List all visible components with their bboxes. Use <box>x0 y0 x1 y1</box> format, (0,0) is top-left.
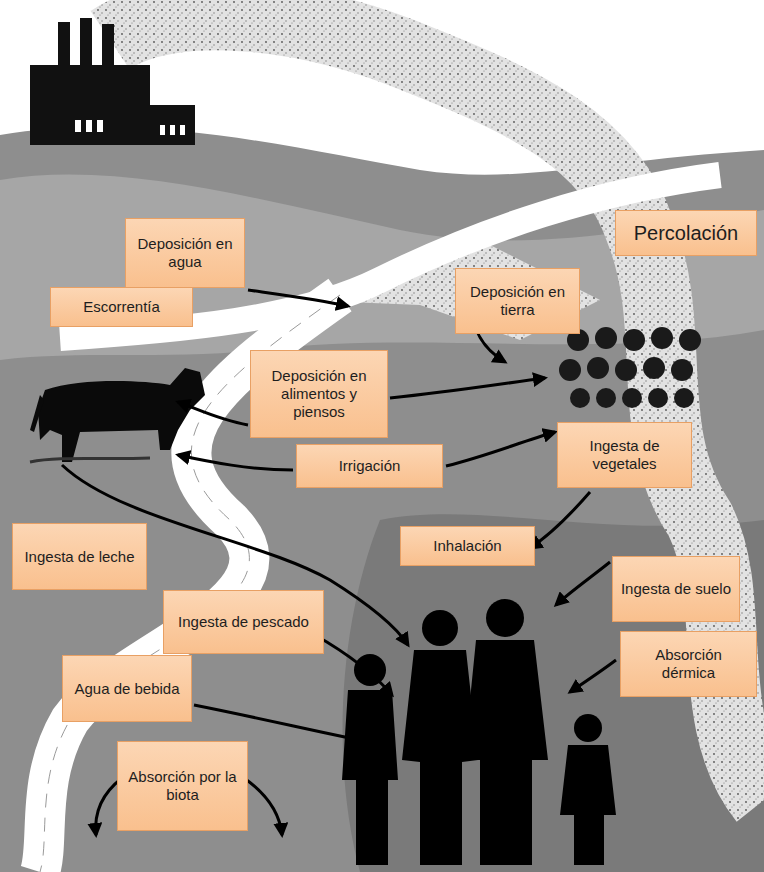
label-text: Irrigación <box>339 457 401 475</box>
label-text: Agua de bebida <box>74 680 179 698</box>
pathway-label: Deposición en agua <box>125 218 245 288</box>
label-text: Ingesta de leche <box>24 548 134 566</box>
label-text: Deposición en alimentos y piensos <box>257 367 381 421</box>
label-content: Percolación <box>634 221 739 245</box>
pathway-label: Ingesta de suelo <box>612 556 740 622</box>
vegetables <box>559 327 701 408</box>
cow <box>30 368 205 462</box>
people <box>342 599 616 865</box>
pathway-label: Ingesta de leche <box>12 523 147 590</box>
label-content: Irrigación <box>339 457 401 475</box>
label-text: Percolación <box>634 221 739 245</box>
label-text: Absorción dérmica <box>627 646 750 682</box>
label-content: Ingesta de pescado <box>178 613 309 631</box>
hill <box>343 514 764 872</box>
pathway-label: Deposición en tierra <box>455 268 580 334</box>
label-text: Ingesta de vegetales <box>564 437 685 473</box>
pathway-label: Percolación <box>615 210 757 256</box>
label-content: Agua de bebida <box>74 680 179 698</box>
label-content: Absorción dérmica <box>627 646 750 682</box>
label-text: Ingesta de pescado <box>178 613 309 631</box>
pathway-label: Deposición en alimentos y piensos <box>250 350 388 438</box>
label-content: Deposición en agua <box>132 235 238 271</box>
label-text: Escorrentía <box>83 298 160 316</box>
label-content: Absorción por la biota <box>124 768 241 804</box>
pathway-label: Escorrentía <box>50 287 193 327</box>
label-text: Inhalación <box>433 537 501 555</box>
pathway-label: Ingesta de pescado <box>163 590 324 654</box>
label-text: Deposición en agua <box>132 235 238 271</box>
label-text: Deposición en tierra <box>462 283 573 319</box>
label-content: Deposición en tierra <box>462 283 573 319</box>
pathway-label: Absorción por la biota <box>117 741 248 831</box>
label-content: Inhalación <box>433 537 501 555</box>
factory <box>30 18 195 145</box>
pathway-label: Irrigación <box>296 444 443 488</box>
label-content: Ingesta de suelo <box>621 580 731 598</box>
river <box>60 175 720 338</box>
pathway-label: Inhalación <box>400 526 535 566</box>
label-content: Deposición en alimentos y piensos <box>257 367 381 421</box>
label-content: Escorrentía <box>83 298 160 316</box>
pathway-label: Ingesta de vegetales <box>557 422 692 488</box>
label-text: Ingesta de suelo <box>621 580 731 598</box>
label-content: Ingesta de leche <box>24 548 134 566</box>
hill <box>0 127 764 872</box>
pathway-label: Agua de bebida <box>62 655 192 722</box>
label-text: Absorción por la biota <box>124 768 241 804</box>
label-content: Ingesta de vegetales <box>564 437 685 473</box>
pathway-label: Absorción dérmica <box>620 631 757 697</box>
